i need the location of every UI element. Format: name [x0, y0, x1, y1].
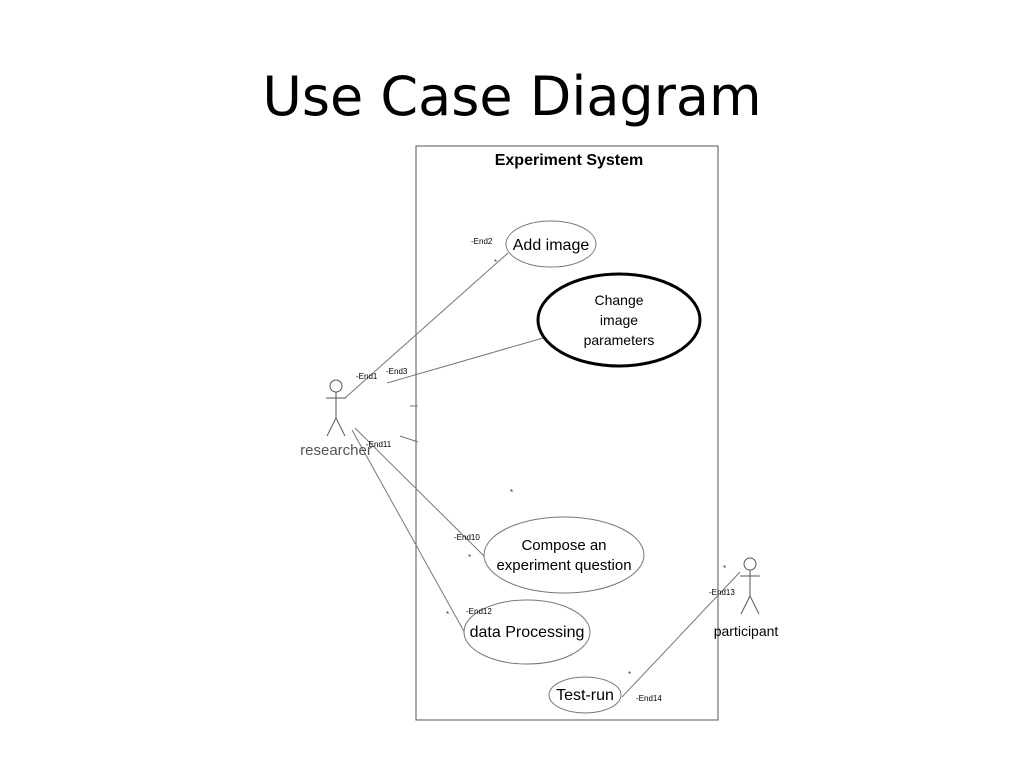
assoc-researcher-add-image	[344, 252, 509, 399]
end-label-11: -End11	[366, 440, 392, 449]
system-name: Experiment System	[495, 152, 644, 169]
multiplicity-markers: * * * * * *	[446, 258, 726, 679]
use-case-add-image[interactable]: Add image	[505, 220, 597, 268]
researcher-leg-left	[326, 417, 337, 437]
actor-participant[interactable]	[740, 557, 760, 615]
associations	[344, 252, 741, 698]
multiplicity-6: *	[628, 670, 631, 679]
researcher-leg-right	[335, 417, 346, 437]
multiplicity-5: *	[723, 564, 726, 573]
use-case-compose-line-1: Compose an	[521, 537, 606, 554]
use-case-change-params-line-2: image	[600, 312, 638, 328]
assoc-stub-2	[399, 435, 419, 443]
use-case-test-run-label: Test-run	[556, 687, 614, 704]
multiplicity-3: *	[468, 553, 471, 562]
slide-title: Use Case Diagram	[262, 65, 762, 128]
actor-researcher[interactable]	[326, 379, 346, 437]
assoc-researcher-data-processing	[351, 429, 467, 636]
multiplicity-1: *	[494, 258, 497, 267]
participant-head-icon	[743, 557, 757, 571]
use-case-test-run[interactable]: Test-run	[548, 676, 622, 714]
end-label-3: -End3	[386, 367, 408, 376]
researcher-head-icon	[329, 379, 343, 393]
multiplicity-2: *	[510, 488, 513, 497]
use-case-add-image-label: Add image	[513, 237, 590, 254]
use-case-change-params-line-3: parameters	[584, 332, 655, 348]
end-label-1: -End1	[356, 372, 378, 381]
use-case-change-image-parameters[interactable]: Change image parameters	[536, 272, 702, 368]
end-label-13: -End13	[709, 588, 735, 597]
multiplicity-4: *	[446, 610, 449, 619]
participant-leg-right	[749, 595, 760, 615]
use-case-change-params-line-1: Change	[594, 292, 643, 308]
end-label-10: -End10	[454, 533, 480, 542]
association-end-labels: -End1 -End2 -End3 -End10 -End11 -End12 -…	[356, 237, 735, 703]
use-case-compose-question[interactable]: Compose an experiment question	[483, 516, 645, 594]
use-case-compose-line-2: experiment question	[496, 557, 631, 574]
participant-leg-left	[740, 595, 751, 615]
actor-participant-name: participant	[714, 623, 779, 639]
use-case-data-processing[interactable]: data Processing	[463, 599, 591, 665]
end-label-14: -End14	[636, 694, 662, 703]
system-boundary	[415, 145, 719, 721]
assoc-researcher-change-params	[386, 337, 544, 384]
assoc-participant-test-run	[621, 571, 741, 698]
use-case-data-processing-label: data Processing	[470, 624, 585, 641]
assoc-researcher-compose	[354, 427, 489, 561]
end-label-12: -End12	[466, 607, 492, 616]
end-label-2: -End2	[471, 237, 493, 246]
actor-researcher-name: researcher	[300, 442, 372, 459]
